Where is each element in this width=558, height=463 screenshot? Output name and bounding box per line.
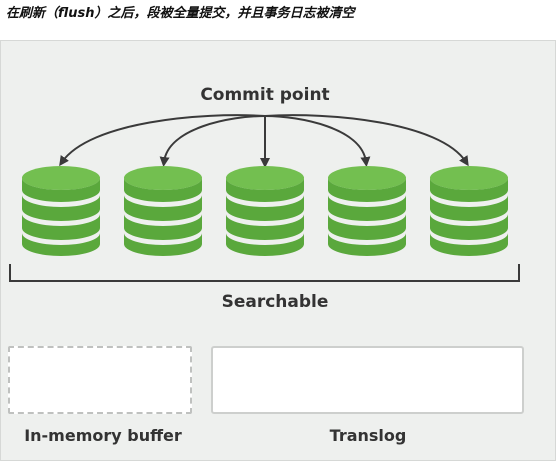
caption: 在刷新（flush）之后，段被全量提交，并且事务日志被清空	[6, 6, 355, 21]
commit-arrow-5	[264, 114, 469, 167]
segment-3	[226, 166, 304, 256]
searchable-bracket	[9, 264, 520, 282]
commit-arrow-4	[264, 115, 371, 167]
in-memory-buffer-label: In-memory buffer	[24, 426, 182, 445]
searchable-label: Searchable	[221, 292, 329, 312]
translog-box	[211, 346, 524, 414]
segment-1	[22, 166, 100, 256]
translog-label: Translog	[329, 426, 407, 445]
commit-arrows	[59, 114, 469, 168]
in-memory-buffer-box	[8, 346, 192, 414]
segment-4	[328, 166, 406, 256]
commit-arrow-1	[59, 114, 266, 167]
segment-5	[430, 166, 508, 256]
segments	[22, 166, 508, 256]
segment-2	[124, 166, 202, 256]
commit-point-label: Commit point	[200, 85, 330, 105]
commit-arrow-2	[159, 115, 266, 167]
